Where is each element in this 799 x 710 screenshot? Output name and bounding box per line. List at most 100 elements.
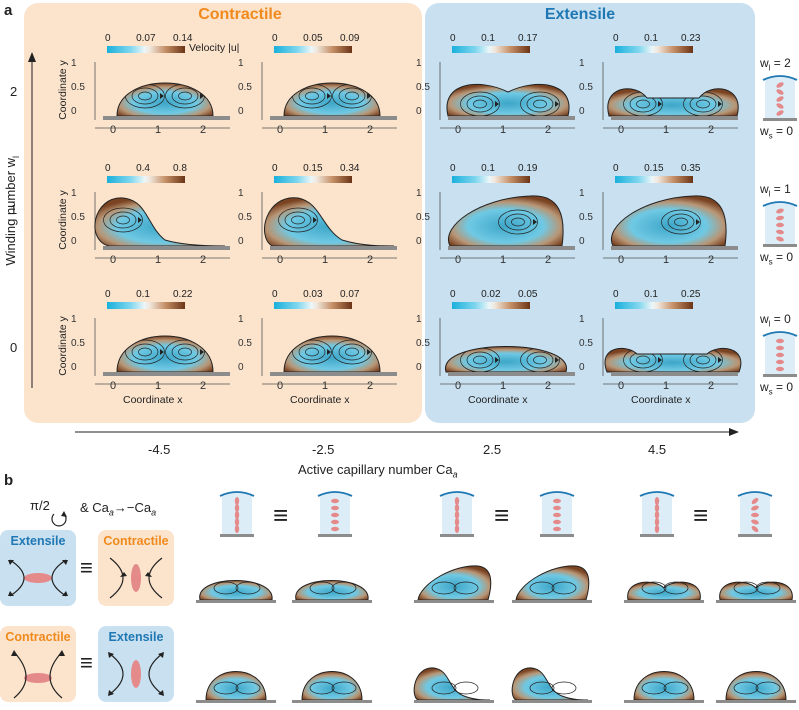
panel-a-letter: a xyxy=(4,2,12,19)
x-tick: 0 xyxy=(618,254,624,266)
droplet xyxy=(445,347,566,373)
side-wl-label-1: wl = 1 xyxy=(760,182,791,198)
y-tick: 0 xyxy=(238,236,244,247)
colorbar xyxy=(615,46,693,53)
y-tick: 1 xyxy=(416,314,422,325)
ca-axis-arrow xyxy=(75,426,740,438)
rotation-label: π/2 xyxy=(30,498,50,513)
colorbar-tick: 0 xyxy=(613,163,619,174)
substrate xyxy=(611,116,738,120)
colorbar xyxy=(274,176,352,183)
substrate xyxy=(270,372,397,376)
box-contractile-top: Contractile xyxy=(98,530,174,606)
y-tick: 0 xyxy=(416,362,422,373)
colorbar-tick: 0.1 xyxy=(481,33,495,44)
contractile-vertical-diagram xyxy=(98,552,174,604)
colorbar xyxy=(274,302,352,309)
y-tick: 1 xyxy=(71,188,77,199)
x-tick: 2 xyxy=(708,380,714,392)
colorbar-tick: 0.07 xyxy=(340,289,359,300)
colorbar-tick: 0 xyxy=(272,289,278,300)
x-tick: 2 xyxy=(545,124,551,136)
colorbar-tick: 0.19 xyxy=(518,163,537,174)
substrate xyxy=(270,246,397,250)
x-tick: 0 xyxy=(110,124,116,136)
y-tick: 0 xyxy=(416,106,422,117)
panel-b-droplet xyxy=(196,560,278,604)
x-tick: 1 xyxy=(663,254,669,266)
droplet xyxy=(264,198,394,246)
x-tick: 0 xyxy=(618,380,624,392)
colorbar-tick: 0.35 xyxy=(681,163,700,174)
droplet xyxy=(512,668,588,700)
droplet xyxy=(418,566,491,600)
substrate xyxy=(448,372,575,376)
x-tick: 1 xyxy=(500,254,506,266)
y-tick: 1 xyxy=(416,58,422,69)
x-tick: 2 xyxy=(708,254,714,266)
extensile-title: Extensile xyxy=(520,6,640,24)
droplet xyxy=(95,198,225,246)
panel-b-droplet xyxy=(716,560,798,604)
ca-axis-label: Active capillary number Caa xyxy=(298,462,458,480)
x-tick: 2 xyxy=(367,124,373,136)
substrate xyxy=(270,116,397,120)
ca-value-1: -4.5 xyxy=(148,442,170,457)
side-schematic-0 xyxy=(763,74,797,120)
y-tick: 0.5 xyxy=(416,338,430,349)
colorbar-tick: 0 xyxy=(450,163,456,174)
y-tick: 0.5 xyxy=(579,338,593,349)
colorbar-tick: 0 xyxy=(450,33,456,44)
streamline xyxy=(552,682,576,694)
y-tick: 0.5 xyxy=(416,82,430,93)
box-extensile-bottom-label: Extensile xyxy=(98,630,174,644)
x-tick: 2 xyxy=(200,124,206,136)
contractile-title: Contractile xyxy=(180,6,300,24)
colorbar-tick: 0 xyxy=(272,163,278,174)
substrate xyxy=(103,372,230,376)
droplet xyxy=(414,668,490,700)
subplot-r1-c0 xyxy=(80,184,245,282)
droplet xyxy=(296,581,368,601)
substrate xyxy=(448,246,575,250)
ca-value-4: 4.5 xyxy=(648,442,666,457)
colorbar-tick: 0.03 xyxy=(303,289,322,300)
side-ws-label-1: ws = 0 xyxy=(760,250,793,266)
y-tick: 0 xyxy=(71,236,77,247)
y-tick: 1 xyxy=(71,314,77,325)
substrate xyxy=(103,246,230,250)
coord-x-label: Coordinate x xyxy=(123,394,183,406)
x-tick: 2 xyxy=(200,254,206,266)
y-tick: 1 xyxy=(579,314,585,325)
rotation-arrow-icon xyxy=(50,510,72,528)
substrate xyxy=(103,116,230,120)
x-tick: 2 xyxy=(200,380,206,392)
colorbar-tick: 0.09 xyxy=(340,33,359,44)
substrate xyxy=(448,116,575,120)
box-extensile-bottom: Extensile xyxy=(98,626,174,702)
subplot-r0-c0 xyxy=(80,54,245,152)
winding-value-0: 0 xyxy=(10,340,17,355)
coord-x-label: Coordinate x xyxy=(468,394,528,406)
x-tick: 1 xyxy=(663,124,669,136)
x-tick: 1 xyxy=(500,124,506,136)
panel-b-equiv: ≡ xyxy=(494,500,509,531)
subplot-r1-c1 xyxy=(247,184,412,282)
panel-b-schematic xyxy=(540,490,574,536)
y-tick: 1 xyxy=(238,58,244,69)
box-extensile-top: Extensile xyxy=(0,530,76,606)
x-tick: 1 xyxy=(663,380,669,392)
extensile-horizontal-diagram xyxy=(0,552,76,604)
coord-y-label: Coordinate y xyxy=(57,306,69,386)
droplet xyxy=(284,83,380,116)
x-tick: 1 xyxy=(155,124,161,136)
panel-b-equiv: ≡ xyxy=(693,500,708,531)
panel-b-droplet xyxy=(512,560,594,604)
colorbar-tick: 0.17 xyxy=(518,33,537,44)
colorbar xyxy=(452,302,530,309)
colorbar-tick: 0.07 xyxy=(136,33,155,44)
y-tick: 0.5 xyxy=(71,212,85,223)
x-tick: 1 xyxy=(322,380,328,392)
colorbar-tick: 0.1 xyxy=(481,163,495,174)
x-tick: 0 xyxy=(277,380,283,392)
